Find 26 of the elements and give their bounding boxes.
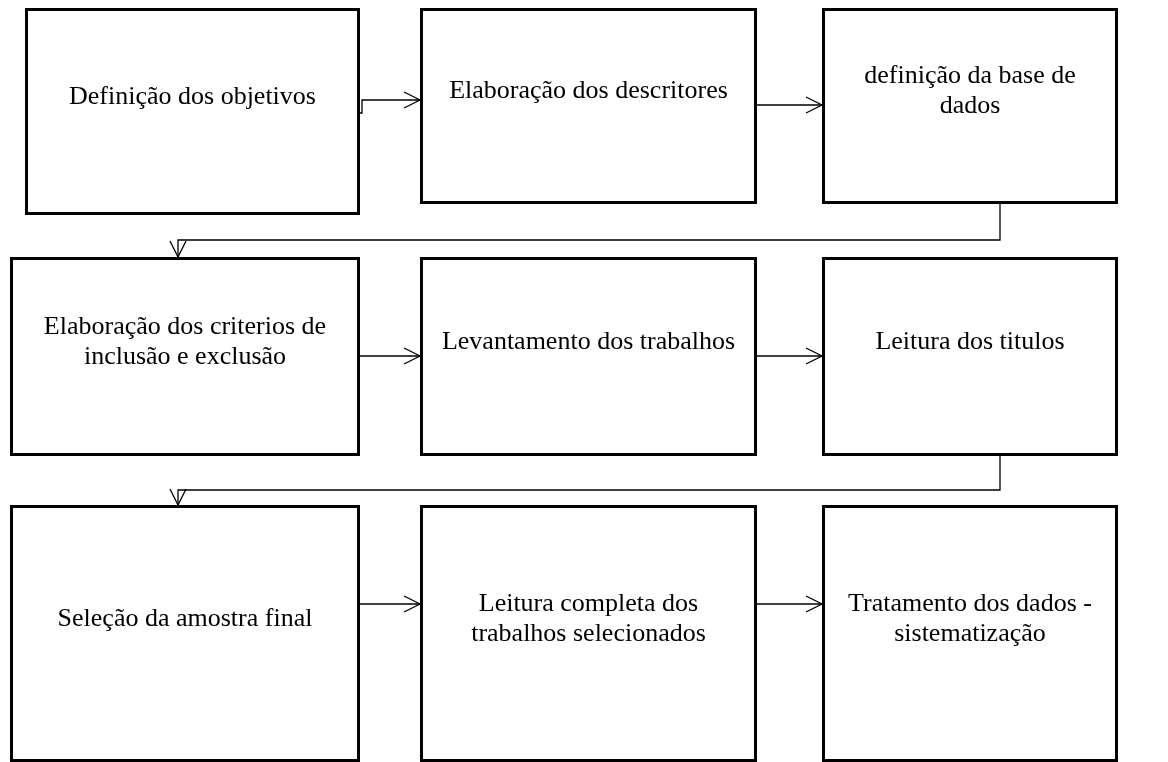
arrow [359,347,421,365]
step-text: Elaboração dos descritores [449,75,728,105]
process-box [420,8,757,204]
step-text: Tratamento dos dados - sistematização [847,587,1093,648]
arrow [756,347,823,365]
step-text: Seleção da amostra final [57,602,313,633]
process-box [822,505,1118,762]
process-box [420,505,757,762]
arrow [756,595,823,613]
arrow [169,203,1001,258]
process-box [822,257,1118,456]
process-box [10,505,360,762]
step-text: Leitura dos titulos [875,325,1065,356]
arrow [756,96,823,114]
process-box [822,8,1118,204]
step-text: definição da base de dados [863,60,1077,120]
arrow [169,455,1001,506]
process-box [10,257,360,456]
arrow [359,91,421,114]
process-box [25,8,360,215]
step-text: Leitura completa dos trabalhos selecionados [470,587,707,648]
arrow [359,595,421,613]
step-text: Levantamento dos trabalhos [441,325,736,356]
step-text: Definição dos objetivos [69,80,316,111]
process-box [420,257,757,456]
step-text: Elaboração dos criterios de inclusão e exclusão [42,310,328,371]
